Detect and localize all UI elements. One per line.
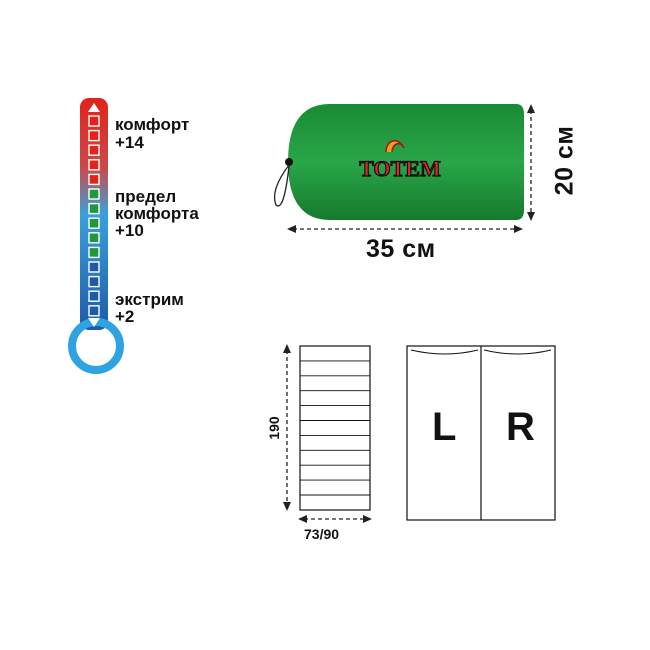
scale-square	[88, 290, 100, 302]
bag-baffles	[300, 360, 370, 496]
extreme-value: +2	[115, 307, 135, 326]
extreme-label: экстрим	[115, 290, 184, 309]
arrow-left-icon	[287, 225, 296, 233]
arrow-up-icon	[283, 344, 291, 353]
bag-rect	[299, 345, 371, 511]
comfort-value: +14	[115, 133, 144, 152]
arrow-up-icon	[527, 104, 535, 113]
bag-width-label: 73/90	[304, 526, 340, 542]
thermometer-scale	[88, 115, 100, 317]
scale-square	[88, 202, 100, 215]
right-bag-label: R	[506, 405, 535, 449]
arrow-down-icon	[283, 502, 291, 511]
stuff-sack: TOTEM	[273, 104, 535, 233]
stuff-sack-body	[288, 104, 524, 220]
scale-square	[88, 217, 100, 229]
arrow-down-icon	[527, 212, 535, 221]
brand-flame-icon	[385, 140, 405, 153]
scale-square	[88, 144, 100, 156]
pack-length-label: 35 см	[366, 235, 436, 263]
scale-square	[88, 159, 100, 171]
scale-square	[88, 232, 100, 244]
arrow-up-icon	[88, 103, 100, 112]
drawcord-loop	[273, 164, 290, 207]
limit-label-line1: предел	[115, 187, 177, 206]
drawcord-stopper	[285, 158, 293, 166]
scale-square	[88, 115, 100, 127]
hood-right	[483, 349, 552, 355]
arrow-right-icon	[514, 225, 523, 233]
limit-label-line2: комфорта	[115, 204, 199, 223]
scale-square	[88, 275, 100, 288]
comfort-label: комфорт	[115, 115, 190, 134]
double-bag	[406, 345, 556, 521]
hood-left	[410, 349, 479, 355]
thermometer	[68, 98, 124, 374]
scale-square	[88, 188, 100, 200]
arrow-left-icon	[298, 515, 307, 523]
scale-square	[88, 261, 100, 273]
left-bag-label: L	[432, 405, 457, 449]
bag-length-label: 190	[266, 416, 282, 440]
brand-logo: TOTEM	[359, 156, 441, 181]
scale-square	[88, 173, 100, 186]
arrow-right-icon	[363, 515, 372, 523]
arrow-down-icon	[88, 318, 100, 327]
limit-value: +10	[115, 221, 144, 240]
bag-outline	[283, 344, 372, 523]
scale-square	[88, 129, 100, 142]
scale-square	[88, 246, 100, 259]
pack-diameter-label: 20 см	[550, 125, 579, 196]
scale-square	[88, 305, 100, 317]
